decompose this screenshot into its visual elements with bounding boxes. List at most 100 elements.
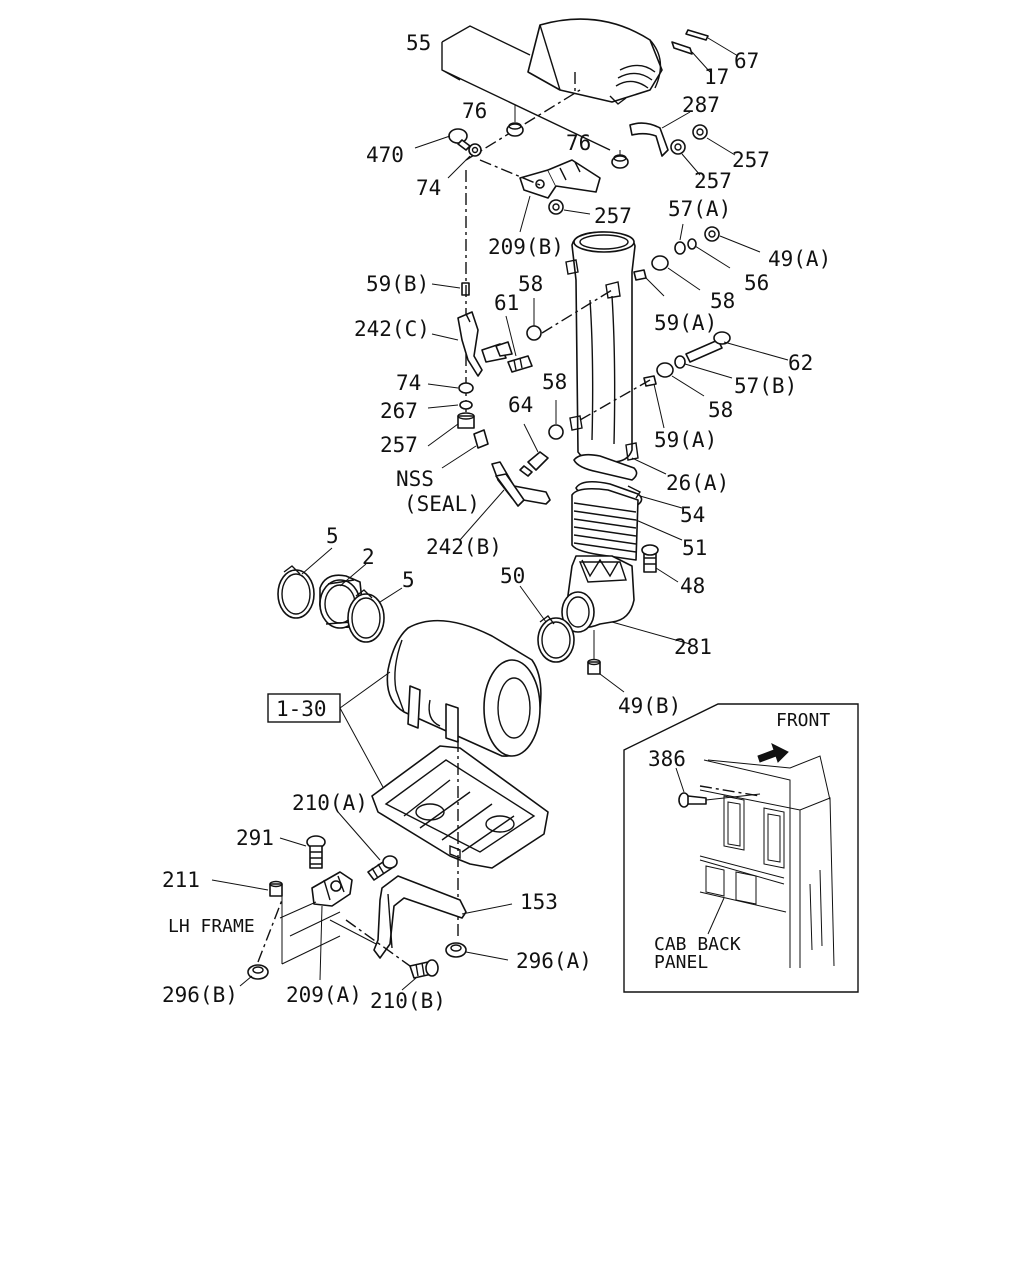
callout-49a: 49(A) (768, 247, 831, 271)
bracket-209b (519, 159, 601, 199)
intake-cap-55 (527, 18, 663, 105)
callout-257-b: 257 (694, 169, 732, 193)
callout-287: 287 (682, 93, 720, 117)
nut-49a (704, 226, 720, 242)
bolt-62 (685, 331, 731, 363)
callout-59a-2: 59(A) (654, 428, 717, 452)
callout-153: 153 (520, 890, 558, 914)
callout-50: 50 (500, 564, 525, 588)
callout-58-a: 58 (518, 272, 543, 296)
bracket-209a (311, 871, 353, 907)
callout-296b: 296(B) (162, 983, 238, 1007)
lh-frame (279, 888, 381, 965)
callout-61: 61 (494, 291, 519, 315)
callout-296a: 296(A) (516, 949, 592, 973)
nut-211 (269, 880, 283, 897)
callout-74-b: 74 (396, 371, 421, 395)
nut-257-c (548, 199, 564, 215)
nut-49b (587, 658, 601, 675)
callout-48: 48 (680, 574, 705, 598)
bracket-242b (491, 461, 551, 507)
callout-57b: 57(B) (734, 374, 797, 398)
intake-duct (565, 231, 639, 463)
callout-59b: 59(B) (366, 272, 429, 296)
grommet-58-d (548, 424, 564, 440)
callout-76-a: 76 (462, 99, 487, 123)
washer-57a (674, 241, 686, 255)
clamp-50 (537, 615, 575, 663)
washer-267 (459, 400, 473, 410)
clip-17 (671, 41, 693, 55)
callout-209b: 209(B) (488, 235, 564, 259)
grommet-58-c (656, 362, 674, 378)
callout-209a: 209(A) (286, 983, 362, 1007)
nut-257-a (692, 124, 708, 140)
callout-67: 67 (734, 49, 759, 73)
bolt-48 (641, 544, 659, 573)
callout-58-b: 58 (710, 289, 735, 313)
callout-267: 267 (380, 399, 418, 423)
bolt-64 (519, 451, 549, 477)
callout-labels: 55 67 17 76 76 287 470 257 257 74 257 57… (162, 31, 831, 1013)
callout-242c: 242(C) (354, 317, 430, 341)
clamp-5-a (277, 565, 315, 619)
callout-210a: 210(A) (292, 791, 368, 815)
washer-74-a (468, 143, 482, 157)
callout-1-30: 1-30 (276, 697, 327, 721)
note-front: FRONT (776, 710, 830, 731)
bolt-210a (367, 855, 398, 881)
note-panel: PANEL (654, 952, 708, 973)
grommet-58-b (526, 325, 542, 341)
callout-54: 54 (680, 503, 705, 527)
callout-386: 386 (648, 747, 686, 771)
callout-51: 51 (682, 536, 707, 560)
washer-57b (674, 355, 686, 369)
air-cleaner-1-30 (386, 619, 542, 757)
nut-257-d (457, 412, 475, 429)
grommet-58-a (651, 255, 669, 271)
callout-257-c: 257 (594, 204, 632, 228)
callout-59a-1: 59(A) (654, 311, 717, 335)
nut-296a (445, 942, 467, 958)
callout-62: 62 (788, 351, 813, 375)
callout-64: 64 (508, 393, 533, 417)
washer-74-b (458, 382, 474, 394)
washer-56 (687, 238, 697, 250)
seal-nss (473, 429, 489, 449)
callout-210b: 210(B) (370, 989, 446, 1013)
inset-cab-back-panel (623, 703, 859, 993)
bolt-210b (409, 959, 439, 979)
collar-59a-1 (633, 269, 647, 281)
clamp-5-b (347, 589, 385, 643)
callout-76-b: 76 (566, 131, 591, 155)
callout-470: 470 (366, 143, 404, 167)
callout-58-d: 58 (708, 398, 733, 422)
gasket-26a (573, 453, 638, 481)
bolt-291 (306, 835, 326, 869)
elbow-281 (561, 555, 635, 633)
grommet-76-a (506, 122, 524, 137)
callout-58-c: 58 (542, 370, 567, 394)
callout-257-d: 257 (380, 433, 418, 457)
callout-55: 55 (406, 31, 431, 55)
bolt-61 (507, 355, 533, 373)
mounting-plate (371, 745, 549, 869)
front-arrow-icon (757, 743, 789, 763)
callout-74-a: 74 (416, 176, 441, 200)
note-lh-frame: LH FRAME (168, 916, 255, 937)
callout-49b: 49(B) (618, 694, 681, 718)
strap-287 (629, 122, 669, 157)
note-seal: (SEAL) (404, 492, 480, 516)
grommet-76-b (611, 154, 629, 169)
bracket-153 (373, 875, 467, 959)
callout-291: 291 (236, 826, 274, 850)
note-cab-back: CAB BACK (654, 934, 741, 955)
callout-257-a: 257 (732, 148, 770, 172)
callout-5-a: 5 (326, 524, 339, 548)
callout-211: 211 (162, 868, 200, 892)
callout-281: 281 (674, 635, 712, 659)
nut-257-b (670, 139, 686, 155)
callout-56: 56 (744, 271, 769, 295)
bolt-67 (685, 29, 709, 41)
